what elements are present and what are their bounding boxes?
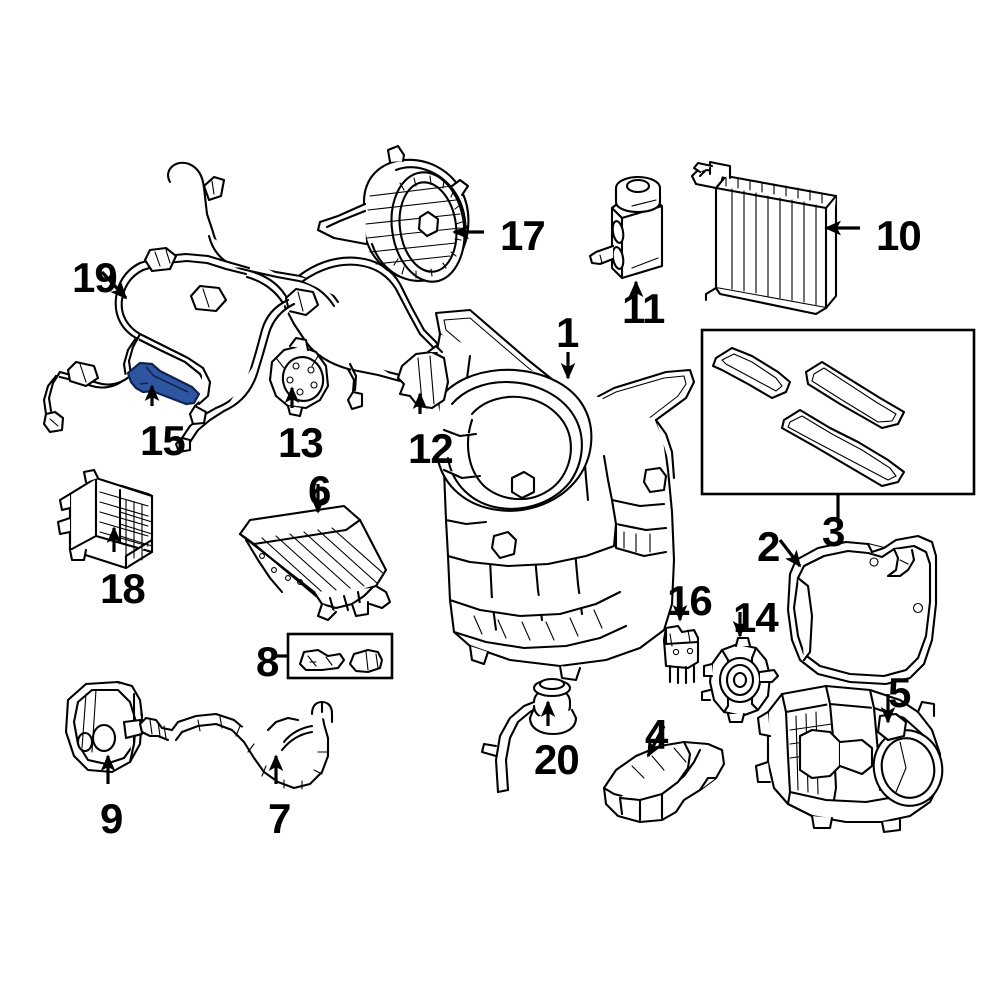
callout-label-14[interactable]: 14 — [733, 594, 779, 641]
part-16-blower-motor-relay — [662, 624, 700, 685]
part-10-evaporator-core — [690, 160, 838, 316]
callout-label-15[interactable]: 15 — [140, 417, 186, 464]
part-19-wiring-harness — [42, 161, 460, 454]
part-1-hvac-case-housing — [434, 308, 696, 682]
part-8-clip-kit-box — [272, 632, 394, 680]
clip-b — [348, 648, 384, 674]
part-2-case-side-cover — [786, 534, 938, 686]
part-9-dash-panel-seal — [64, 680, 144, 774]
callout-label-2[interactable]: 2 — [757, 523, 780, 570]
seal-strip-1 — [711, 346, 792, 400]
callout-label-18[interactable]: 18 — [100, 565, 146, 612]
part-17-blower-motor — [316, 144, 470, 283]
callout-label-4[interactable]: 4 — [645, 711, 668, 758]
callout-label-16[interactable]: 16 — [667, 577, 713, 624]
part-7-heater-hose-tube-assembly — [138, 700, 334, 790]
callout-label-20[interactable]: 20 — [534, 736, 580, 783]
callout-label-17[interactable]: 17 — [500, 212, 546, 259]
callout-label-9[interactable]: 9 — [100, 795, 123, 842]
callout-label-10[interactable]: 10 — [876, 212, 922, 259]
callout-label-13[interactable]: 13 — [278, 419, 324, 466]
part-5-blower-motor-housing — [754, 684, 944, 834]
part-6-heater-core — [238, 504, 392, 622]
clip-a — [298, 648, 346, 672]
callout-label-19[interactable]: 19 — [72, 254, 118, 301]
part-12-case-bracket — [396, 344, 450, 410]
callout-label-8[interactable]: 8 — [256, 638, 279, 685]
part-4-air-distribution-duct — [602, 740, 726, 824]
part-18-blower-motor-resistor — [56, 468, 154, 570]
part-3-seal-kit-box — [700, 328, 976, 518]
callout-label-7[interactable]: 7 — [268, 795, 291, 842]
callout-label-3[interactable]: 3 — [822, 508, 845, 555]
callout-label-6[interactable]: 6 — [308, 467, 331, 514]
part-14-blend-door-actuator — [700, 636, 780, 724]
part-13-air-inlet-door-actuator — [268, 336, 330, 418]
callout-label-11[interactable]: 11 — [622, 285, 665, 332]
seal-strip-2 — [804, 360, 906, 430]
seal-strip-3 — [780, 408, 906, 488]
callout-leader-lines — [100, 220, 896, 784]
part-15-wire-harness-retainer-clip-highlight — [126, 361, 201, 406]
callout-label-1[interactable]: 1 — [556, 309, 579, 356]
callout-label-5[interactable]: 5 — [888, 669, 911, 716]
callout-label-12[interactable]: 12 — [408, 425, 454, 472]
part-11-expansion-valve — [588, 175, 664, 280]
